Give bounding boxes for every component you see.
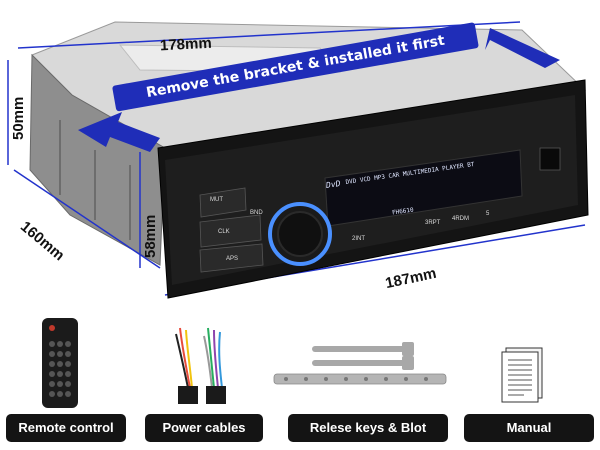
chassis-side [29, 53, 166, 266]
accessory-label-release-keys: Relese keys & Blot [288, 414, 448, 442]
dimension-top-width: 178mm [159, 34, 213, 55]
manual-icon [501, 347, 543, 403]
button-3rpt[interactable]: 3RPT [425, 220, 441, 226]
lcd-display [324, 149, 523, 227]
arrow-right-top [485, 28, 560, 68]
accessory-label-remote-control: Remote control [6, 414, 126, 442]
button-aps[interactable]: APS [226, 256, 239, 262]
button-4rdm[interactable]: 4RDM [452, 216, 470, 222]
remote-control-icon [42, 318, 78, 408]
accessory-label-power-cables: Power cables [145, 414, 263, 442]
button-mut[interactable]: MUT [210, 197, 223, 203]
arrow-left [78, 112, 160, 152]
accessory-label-manual: Manual [464, 414, 594, 442]
button-bnd[interactable]: BND [250, 210, 263, 216]
button-2int[interactable]: 2INT [352, 236, 366, 242]
button-clk[interactable]: CLK [218, 229, 230, 235]
power-cables-icon [175, 327, 226, 404]
release-keys-icon [273, 342, 447, 385]
dimension-side-height: 50mm [10, 96, 27, 140]
button-5[interactable]: 5 [486, 211, 490, 217]
car-stereo-illustration [7, 21, 589, 299]
dimension-front-height: 58mm [142, 214, 159, 258]
